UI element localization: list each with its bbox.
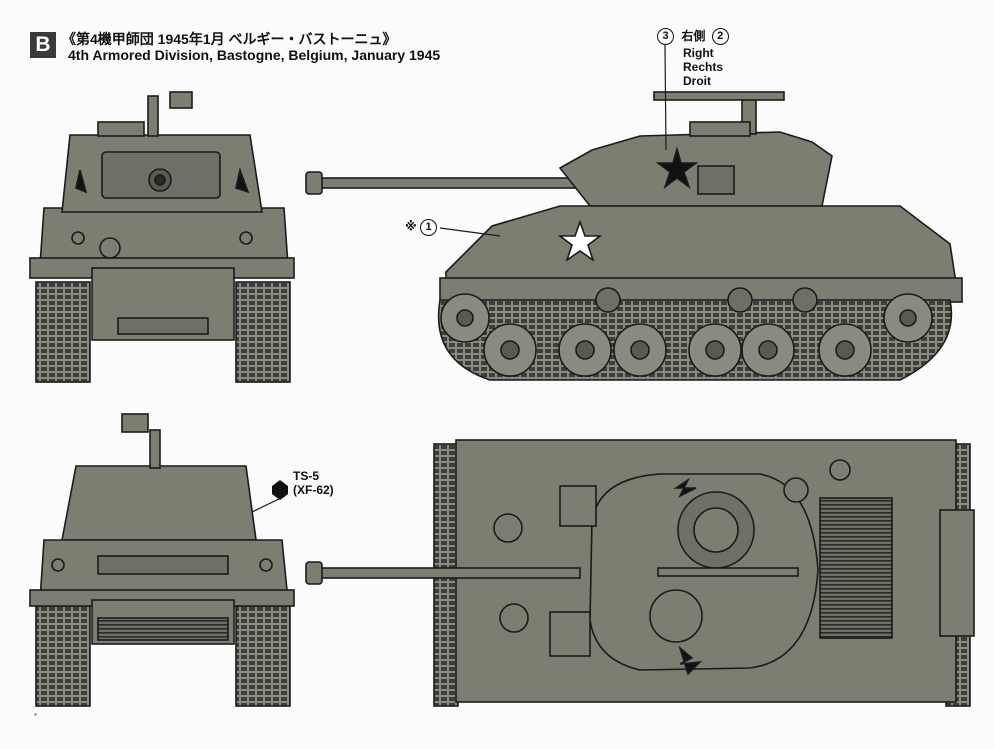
top-loader-hatch [649,589,703,643]
rear-left-track [35,605,91,707]
marking-number-1: 1 [420,219,438,236]
title-english: 4th Armored Division, Bastogne, Belgium,… [68,47,441,63]
front-right-track [235,281,291,383]
front-view [29,91,295,383]
top-muzzle-brake [305,561,323,585]
front-hull-bow-mg [99,237,121,259]
side-view [305,91,963,381]
paint-callout: TS-5 (XF-62) [293,469,334,497]
leader-marking-1 [439,227,501,237]
right-side-header: 3 右側 2 [657,28,729,45]
paint-chip-icon [272,480,288,500]
side-turret-black-star [655,146,699,190]
front-periscope [169,91,193,109]
rear-grille [97,617,229,641]
rear-view [29,413,295,707]
paint-sub-code: (XF-62) [293,483,334,497]
right-side-jp: 右側 [681,28,706,43]
title-japanese: 《第4機甲師団 1945年1月 ベルギー・バストーニュ》 [62,31,397,47]
top-rear-plate [939,509,975,637]
side-hull-white-star [557,219,603,263]
right-label-fr: Droit [683,74,711,88]
reference-mark: ※ [405,219,417,234]
side-mg-barrel [653,91,785,101]
paint-code: TS-5 [293,469,320,483]
marking-number-3: 3 [657,28,674,45]
top-mg-barrel [657,567,799,577]
front-lower-hull [91,267,235,341]
rear-right-track [235,605,291,707]
rear-turret [61,465,257,541]
top-view [305,439,975,707]
front-left-track [35,281,91,383]
leader-marking-3 [664,44,667,151]
top-gun-barrel [317,567,581,579]
rear-mg-post [149,429,161,469]
side-return-rollers [595,287,818,313]
marking-number-2: 2 [711,28,729,45]
side-muzzle-brake [305,171,323,195]
front-hatch [97,121,145,137]
top-engine-grille [819,497,893,639]
marking-one-callout: ※ 1 [405,219,438,236]
front-mg-mount [147,95,159,137]
right-label-de: Rechts [683,60,724,74]
side-gun-barrel [317,177,581,189]
corner-mark: * [34,712,38,721]
section-badge: B [30,32,56,58]
right-label-en: Right [683,46,714,60]
side-sponson [439,277,963,303]
side-turret [558,131,833,207]
